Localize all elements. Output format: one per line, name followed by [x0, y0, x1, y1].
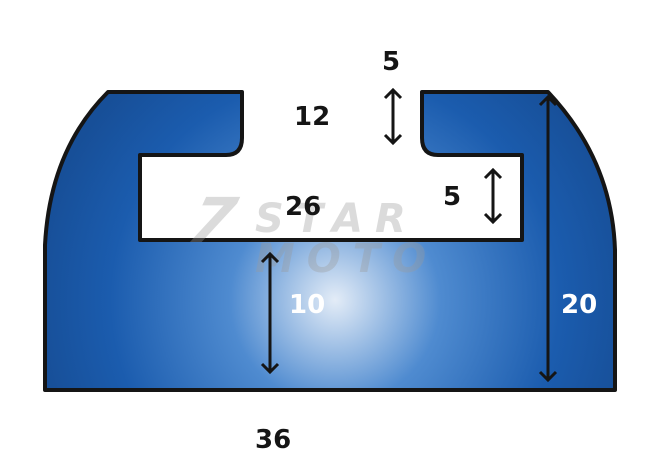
base-thickness-label: 10 — [289, 290, 325, 320]
profile-shape — [43, 90, 617, 392]
channel-width-label: 26 — [285, 192, 321, 222]
svg-text:STAR: STAR — [255, 196, 418, 242]
dimension-arrows — [260, 87, 558, 383]
top-gap-label: 5 — [382, 47, 400, 77]
total-width-label: 36 — [255, 425, 291, 455]
total-height-label: 20 — [561, 290, 597, 320]
channel-height-label: 5 — [443, 182, 461, 212]
lip-height-label: 12 — [294, 102, 330, 132]
svg-text:MOTO: MOTO — [255, 236, 438, 282]
